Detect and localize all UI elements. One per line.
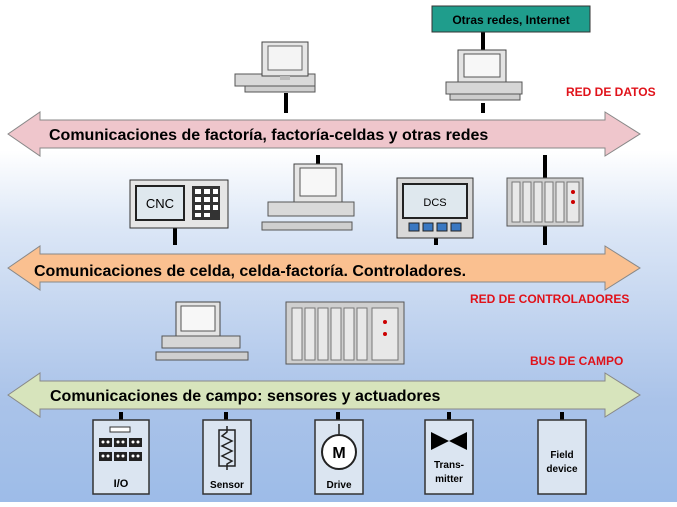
field-device-transmitter-label-2: mitter [435, 474, 463, 485]
rack-controller-lower-icon [285, 301, 405, 365]
field-device-generic-label-2: device [546, 464, 578, 475]
field-device-generic: Field device [537, 419, 587, 495]
celda-arrow-shape [7, 245, 641, 291]
cnc-controller-icon: CNC [129, 179, 229, 229]
computer-mid-icon [261, 163, 355, 231]
internet-box-label: Otras redes, Internet [452, 13, 569, 27]
dcs-label: DCS [423, 197, 446, 209]
computer-top-right-icon [445, 49, 523, 101]
motor-symbol: M [332, 445, 345, 462]
field-device-sensor-label: Sensor [210, 480, 244, 491]
campo-communication-arrow: Comunicaciones de campo: sensores y actu… [7, 372, 641, 418]
factoria-arrow-shape [7, 111, 641, 157]
field-device-io: I/O [92, 419, 150, 495]
cnc-label: CNC [146, 196, 174, 211]
rack-controller-top-icon [506, 177, 584, 227]
field-device-sensor: Sensor [202, 419, 252, 495]
internet-box-bg [431, 5, 591, 33]
dcs-controller-icon: DCS [396, 177, 474, 239]
field-device-drive-label: Drive [326, 480, 351, 491]
celda-arrow-label: Comunicaciones de celda, celda-factoría.… [34, 263, 466, 280]
campo-arrow-shape [7, 372, 641, 418]
bus-de-campo-label: BUS DE CAMPO [530, 354, 623, 368]
factoria-communication-arrow: Comunicaciones de factoría, factoría-cel… [7, 111, 641, 157]
field-device-icon [537, 419, 587, 495]
computer-lower-icon [155, 301, 249, 361]
field-device-generic-label-1: Field [550, 450, 573, 461]
field-device-transmitter: Trans- mitter [424, 419, 474, 495]
factoria-arrow-label: Comunicaciones de factoría, factoría-cel… [49, 127, 488, 144]
internet-box: Otras redes, Internet [431, 5, 591, 33]
red-de-datos-label: RED DE DATOS [566, 85, 656, 99]
field-device-transmitter-label-1: Trans- [434, 460, 464, 471]
field-device-drive: M Drive [314, 419, 364, 495]
field-device-io-label: I/O [114, 478, 129, 490]
campo-arrow-label: Comunicaciones de campo: sensores y actu… [50, 388, 440, 405]
celda-communication-arrow: Comunicaciones de celda, celda-factoría.… [7, 245, 641, 291]
computer-top-left-icon [234, 41, 316, 93]
red-de-controladores-label: RED DE CONTROLADORES [470, 292, 629, 306]
valve-icon [424, 419, 474, 495]
